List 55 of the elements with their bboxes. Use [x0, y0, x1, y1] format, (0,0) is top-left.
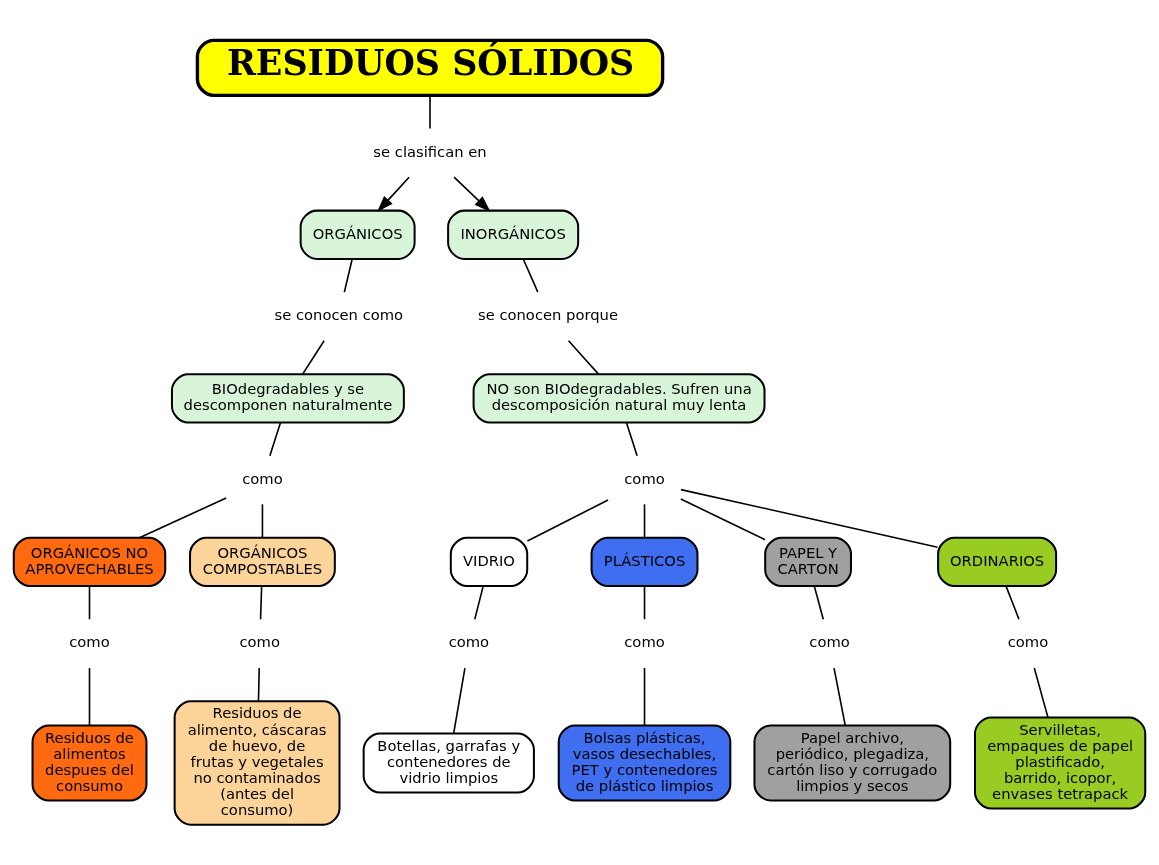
connector: [88, 585, 91, 620]
connector: [522, 258, 539, 293]
connector: [429, 94, 431, 130]
connector: [88, 667, 91, 727]
node-box: BIOdegradables y se descomponen naturalmente: [170, 373, 405, 424]
connector: [643, 667, 646, 727]
node-text: como: [242, 469, 283, 487]
connector: [138, 497, 227, 539]
node-box: Bolsas plásticas, vasos desechables, PET y contenedores de plástico limpios: [557, 724, 732, 802]
node-box: Residuos de alimento, cáscaras de huevo, de frutas y vegetales no contaminados (antes del consumo): [173, 700, 341, 826]
node-text: se conocen como: [274, 306, 404, 324]
connector: [680, 498, 766, 541]
connector: [680, 488, 939, 548]
connector: [473, 585, 484, 620]
node-box: Servilletas, empaques de papel plastificado, barrido, icopor, envases tetrapack: [974, 716, 1147, 810]
node-text: se clasifican en: [373, 142, 487, 160]
connector: [643, 503, 646, 539]
node-box: ORGÁNICOS: [299, 209, 416, 260]
node-box: NO son BIOdegradables. Sufren una descomposición natural muy lenta: [472, 373, 766, 424]
node-box: ORGÁNICOS COMPOSTABLES: [189, 536, 336, 587]
node-box: ORDINARIOS: [937, 536, 1058, 587]
node-box: VIDRIO: [449, 536, 529, 587]
arrow: [377, 176, 410, 213]
node-text: como: [1007, 633, 1049, 651]
connector: [1005, 585, 1020, 620]
node-box: INORGÁNICOS: [447, 209, 580, 260]
node-text: se conocen porque: [477, 306, 618, 324]
connector: [257, 667, 261, 702]
connector: [1033, 667, 1049, 719]
node-text: como: [809, 633, 850, 651]
node-box: PAPEL Y CARTON: [764, 536, 852, 587]
node-box: Residuos de alimentos despues del consumo: [31, 724, 148, 802]
connector: [452, 667, 466, 735]
connector: [259, 585, 263, 620]
connector: [567, 339, 600, 375]
connector: [625, 421, 638, 457]
connector: [643, 585, 646, 620]
connector: [269, 421, 282, 457]
arrow: [453, 176, 491, 212]
node-text: como: [239, 633, 280, 651]
connector: [813, 585, 825, 620]
node-text: como: [624, 633, 665, 651]
node-box: RESIDUOS SÓLIDOS: [195, 38, 665, 97]
connector: [302, 339, 325, 375]
connector: [833, 667, 847, 727]
node-box: Papel archivo, periódico, plegadiza, cartón liso y corrugado limpios y secos: [753, 724, 952, 802]
node-box: Botellas, garrafas y contenedores de vidrio limpios: [362, 732, 535, 794]
node-text: como: [624, 469, 665, 487]
connector: [343, 258, 353, 293]
node-text: como: [69, 633, 110, 651]
node-text: como: [448, 633, 490, 651]
node-box: ORGÁNICOS NO APROVECHABLES: [12, 536, 167, 587]
connector: [261, 503, 264, 539]
connector: [526, 499, 609, 542]
node-box: PLÁSTICOS: [590, 536, 699, 587]
